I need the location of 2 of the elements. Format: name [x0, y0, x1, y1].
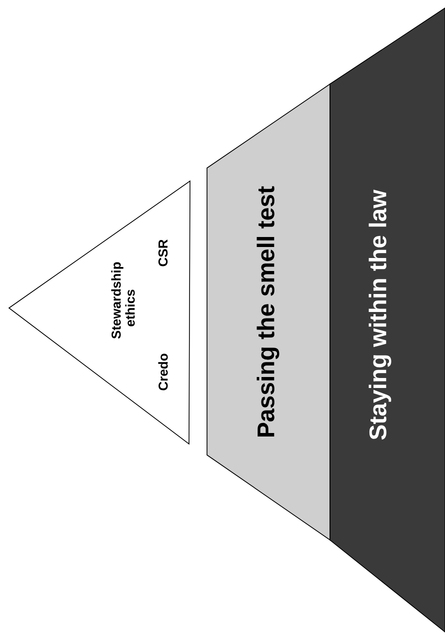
pyramid-base: Staying within the law: [330, 7, 445, 633]
pyramid-band: Passing the smell test: [206, 83, 330, 541]
